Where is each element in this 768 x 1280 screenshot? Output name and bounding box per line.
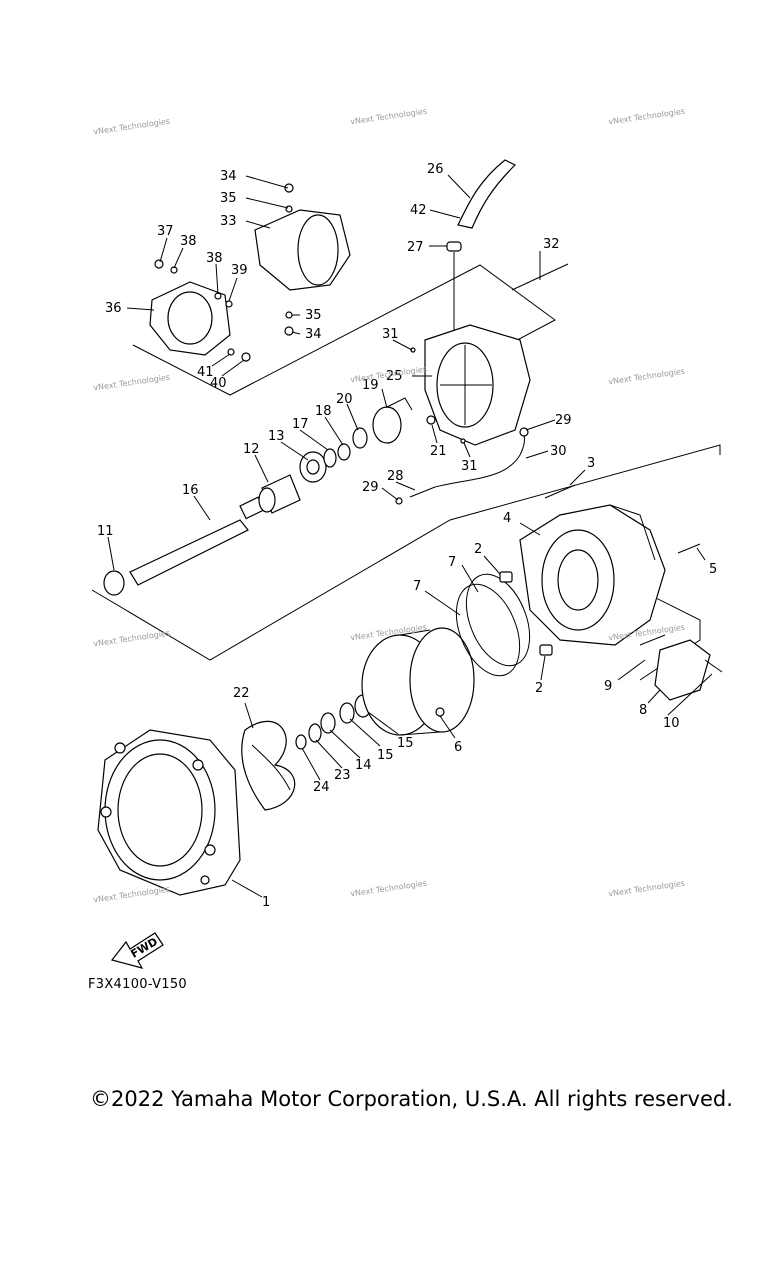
bolt-part (677, 543, 701, 554)
callout-19: 19 (362, 378, 379, 393)
callout-14: 14 (355, 758, 372, 773)
callout-27: 27 (407, 240, 424, 255)
diagram-code: F3X4100-V150 (88, 977, 187, 992)
oil-seal-part (103, 570, 125, 596)
callout-33: 33 (220, 214, 237, 229)
forward-arrow-icon: FWD (110, 932, 164, 969)
drive-shaft-part (129, 496, 265, 586)
callout-25: 25 (386, 369, 403, 384)
collar-part (539, 644, 553, 656)
callout-32: 32 (543, 237, 560, 252)
callout-21: 21 (430, 444, 447, 459)
callout-38: 38 (206, 251, 223, 266)
intermediate-housing-part (519, 504, 666, 646)
shim-rings (295, 694, 372, 750)
callout-15: 15 (397, 736, 414, 751)
callout-3: 3 (587, 456, 595, 471)
callout-16: 16 (182, 483, 199, 498)
leader-lines (107, 174, 713, 898)
cover-plate-part (639, 634, 723, 701)
callout-4: 4 (503, 511, 511, 526)
callout-13: 13 (268, 429, 285, 444)
callout-1: 1 (262, 895, 270, 910)
copyright-notice: ©2022 Yamaha Motor Corporation, U.S.A. A… (90, 1087, 733, 1111)
callout-36: 36 (105, 301, 122, 316)
callout-34: 34 (305, 327, 322, 342)
bolt-part (544, 484, 576, 499)
callout-9: 9 (604, 679, 612, 694)
callout-29: 29 (555, 413, 572, 428)
bearing-housing-part (372, 397, 413, 444)
callout-23: 23 (334, 768, 351, 783)
duct-part (424, 324, 531, 446)
fasteners (154, 183, 529, 505)
callout-24: 24 (313, 780, 330, 795)
callout-8: 8 (639, 703, 647, 718)
callout-42: 42 (410, 203, 427, 218)
callout-35: 35 (220, 191, 237, 206)
callout-17: 17 (292, 417, 309, 432)
callout-29: 29 (362, 480, 379, 495)
callout-39: 39 (231, 263, 248, 278)
callout-11: 11 (97, 524, 114, 539)
hose-part (457, 159, 517, 229)
callout-35: 35 (305, 308, 322, 323)
callout-31: 31 (461, 459, 478, 474)
callout-7: 7 (448, 555, 456, 570)
o-ring-part (465, 573, 531, 667)
callout-41: 41 (197, 365, 214, 380)
impeller-part (241, 720, 296, 811)
pump-housing-part (97, 729, 241, 896)
callout-18: 18 (315, 404, 332, 419)
subassembly-frame-top-left (132, 264, 556, 396)
callout-12: 12 (243, 442, 260, 457)
callout-34: 34 (220, 169, 237, 184)
callout-6: 6 (454, 740, 462, 755)
callout-38: 38 (180, 234, 197, 249)
callout-30: 30 (550, 444, 567, 459)
callout-10: 10 (663, 716, 680, 731)
fitting-part (409, 486, 436, 498)
callout-28: 28 (387, 469, 404, 484)
callout-2: 2 (474, 542, 482, 557)
callout-31: 31 (382, 327, 399, 342)
collar-part (499, 571, 513, 583)
callout-7: 7 (413, 579, 421, 594)
callout-5: 5 (709, 562, 717, 577)
callout-22: 22 (233, 686, 250, 701)
callout-labels: 34 35 33 35 34 37 38 38 39 36 41 40 26 4… (97, 162, 717, 910)
callout-20: 20 (336, 392, 353, 407)
liner-part (361, 627, 475, 736)
subassembly-frame-mid (91, 444, 721, 661)
callout-37: 37 (157, 224, 174, 239)
callout-15: 15 (377, 748, 394, 763)
callout-40: 40 (210, 376, 227, 391)
bracket-part (149, 281, 231, 356)
callout-2: 2 (535, 681, 543, 696)
steering-cover-part (254, 209, 351, 291)
hose-part (434, 431, 525, 488)
callout-26: 26 (427, 162, 444, 177)
clamp-part (446, 241, 462, 252)
